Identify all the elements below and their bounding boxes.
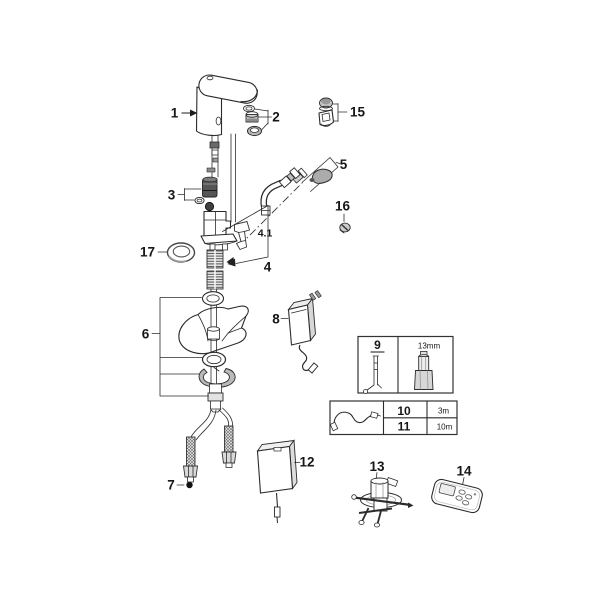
valve-body-drawing (200, 210, 238, 251)
cable-row-2-part-number: 11 (398, 420, 411, 434)
faucet-body-drawing (195, 74, 259, 137)
callout-14: 14 (456, 464, 472, 479)
cable-row-1-part-number: 10 (397, 404, 411, 418)
callout-4: 4 (264, 260, 272, 275)
o-ring-drawing (201, 351, 227, 368)
callout-4-1: 4.1 (258, 228, 273, 240)
callout-6-leader (151, 297, 209, 397)
tool-box-9 (357, 335, 454, 394)
mounting-pin-tool-drawing (363, 355, 382, 394)
callout-15-leader (332, 103, 348, 122)
part7-screw-drawing (176, 481, 193, 489)
callout-8: 8 (272, 312, 280, 327)
callout-3-leader (177, 188, 202, 201)
aerator-rings-drawing (243, 104, 262, 137)
callout-17: 17 (140, 245, 155, 260)
extension-cable-drawing (329, 411, 381, 432)
callout-3: 3 (168, 188, 176, 203)
callout-4-leader (222, 205, 269, 267)
callout-1-leader (181, 109, 198, 117)
tool-box-part-number: 9 (374, 338, 381, 352)
callout-7: 7 (167, 478, 175, 493)
threaded-shank-drawing (206, 249, 224, 290)
socket-13mm-drawing (414, 351, 434, 390)
cable-row-2-length: 10m (437, 423, 453, 432)
part15-dome-clip-drawing (318, 97, 335, 127)
hose-adapter-drawing (207, 383, 224, 413)
callout-1: 1 (171, 106, 179, 121)
callout-12: 12 (299, 455, 314, 470)
mounting-clip-drawing (234, 220, 251, 251)
cable-box-10-11 (329, 400, 458, 436)
mounting-tool-drawing (351, 472, 414, 528)
escutcheon-ring-drawing (157, 242, 196, 263)
remote-control-drawing (431, 477, 483, 514)
callout-2: 2 (272, 110, 280, 125)
elbow-hose-drawing (260, 167, 301, 216)
callout-2-leader (254, 108, 272, 130)
part5-lever-drawing (291, 157, 341, 192)
control-box-drawing (256, 439, 301, 524)
power-supply-drawing (280, 290, 322, 374)
callout-13: 13 (369, 459, 385, 474)
callout-5: 5 (340, 157, 348, 172)
callout-15: 15 (350, 105, 366, 120)
callout-16: 16 (335, 199, 351, 214)
tool-box-size-label: 13mm (418, 342, 441, 351)
solenoid-cartridge-drawing (194, 167, 218, 212)
supply-hoses-drawing (182, 407, 237, 483)
callout-6: 6 (142, 327, 150, 342)
horseshoe-clip-drawing (198, 367, 236, 388)
part16-screw-drawing (339, 213, 351, 234)
rod-collar-drawing (207, 326, 220, 341)
top-washer-drawing (201, 291, 225, 306)
cable-row-1-length: 3m (438, 407, 449, 416)
faucet-pipes-drawing (209, 133, 236, 223)
